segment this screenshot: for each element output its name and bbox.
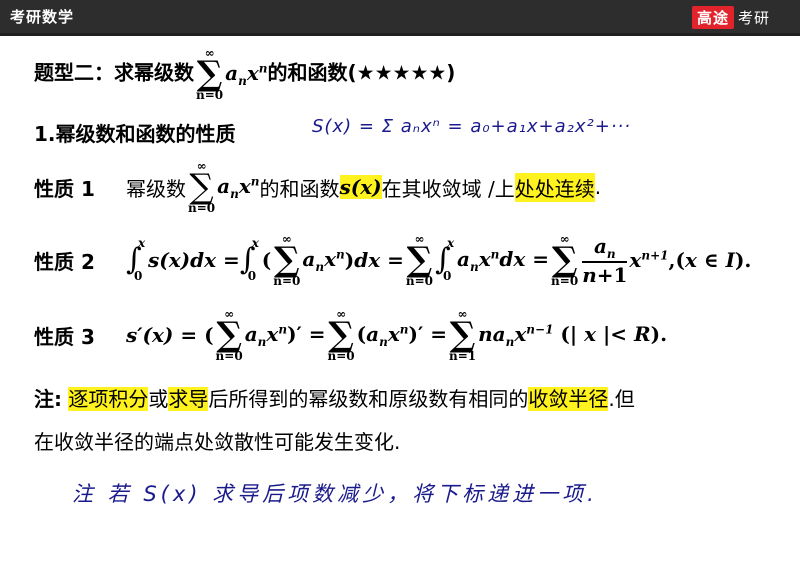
sum-symbol: ∞∑n=1 xyxy=(448,307,477,363)
series-term: anxn xyxy=(217,173,260,201)
top-bar: 考研数学 高途 考研 xyxy=(0,0,800,36)
property-1-end: . xyxy=(594,175,602,199)
sum-symbol: ∞∑n=0 xyxy=(188,159,216,215)
sum-function-highlight: s(x) xyxy=(339,175,382,199)
property-3-label: 性质 3 xyxy=(34,324,95,349)
term-derivative-highlight: 求导 xyxy=(168,387,209,411)
logo-text: 考研 xyxy=(737,8,770,27)
term-radius-highlight: 收敛半径 xyxy=(528,387,609,411)
logo-brand: 高途 xyxy=(691,5,734,29)
note-line-1: 注: 逐项积分或求导后所得到的幂级数和原级数有相同的收敛半径.但 xyxy=(34,383,635,412)
handwritten-note-1: S(x) = Σ aₙxⁿ = a₀+a₁x+a₂x²+··· xyxy=(312,116,631,137)
sum-symbol: ∞∑n=0 xyxy=(215,307,243,363)
continuity-highlight: 处处连续 xyxy=(514,172,595,202)
property-1-text-c: 在其收敛域 /上 xyxy=(381,176,515,201)
series-term: anxn xyxy=(225,60,268,88)
property-1-text-a: 幂级数 xyxy=(126,176,186,201)
brand-logo: 高途 考研 xyxy=(691,5,770,29)
note-text-3: .但 xyxy=(608,387,635,411)
note-label: 注: xyxy=(34,387,62,411)
note-text-2: 后所得到的幂级数和原级数有相同的 xyxy=(208,387,529,411)
sum-symbol: ∞∑n=0 xyxy=(551,232,579,288)
sum-symbol: ∞∑n=0 xyxy=(273,232,301,288)
property-3: 性质 3 s′(x) = ( ∞∑n=0 anxn)′ = ∞∑n=0 (anx… xyxy=(34,308,667,362)
handwritten-note-2: 注 若 S(x) 求导后项数减少，将下标递进一项. xyxy=(72,482,598,506)
property-1-label: 性质 1 xyxy=(34,176,95,201)
property-1-text-b: 的和函数 xyxy=(259,176,340,201)
property-1: 性质 1 幂级数 ∞∑n=0 anxn 的和函数 s(x) 在其收敛域 /上 处… xyxy=(34,160,601,214)
sum-symbol: ∞∑n=0 xyxy=(196,46,224,102)
derivative-formula: s′(x) = ( ∞∑n=0 anxn)′ = ∞∑n=0 (anxn)′ =… xyxy=(126,307,668,363)
term-integration-highlight: 逐项积分 xyxy=(68,387,149,411)
property-2-label: 性质 2 xyxy=(34,249,95,274)
note-line-2: 在收敛半径的端点处敛散性可能发生变化. xyxy=(34,430,401,454)
section-title: 1.幂级数和函数的性质 xyxy=(34,122,236,146)
sum-symbol: ∞∑n=0 xyxy=(327,307,355,363)
sum-symbol: ∞∑n=0 xyxy=(405,232,434,288)
note-text-1: 或 xyxy=(148,387,169,411)
app-title: 考研数学 xyxy=(10,8,75,26)
heading-prefix: 题型二：求幂级数 xyxy=(34,60,194,85)
heading-suffix: 的和函数(★★★★★) xyxy=(267,60,456,85)
